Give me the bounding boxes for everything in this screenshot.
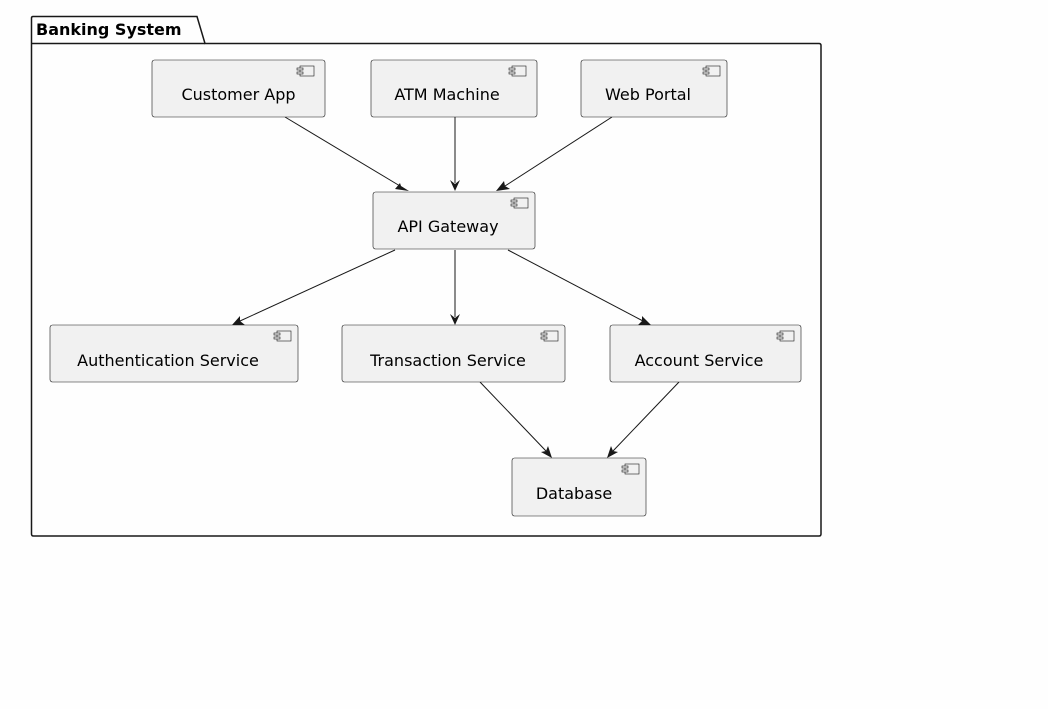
component-label: Transaction Service <box>369 351 526 370</box>
component-authentication-service: Authentication Service <box>49 324 299 383</box>
component-label: API Gateway <box>397 217 498 236</box>
component-atm-machine: ATM Machine <box>370 59 538 118</box>
edge-web-portal-to-api-gateway <box>496 116 613 191</box>
component-icon <box>273 330 292 342</box>
component-icon <box>776 330 795 342</box>
edge-account-service-to-database <box>607 381 680 458</box>
component-icon <box>510 197 529 209</box>
component-label: Account Service <box>635 351 764 370</box>
component-icon <box>508 65 527 77</box>
package-banking-system: Banking System <box>30 15 822 537</box>
component-customer-app: Customer App <box>151 59 326 118</box>
edge-api-gateway-to-transaction-service <box>450 250 460 325</box>
component-database: Database <box>511 457 647 517</box>
component-icon <box>621 463 640 475</box>
component-icon <box>296 65 315 77</box>
component-api-gateway: API Gateway <box>372 191 536 250</box>
edge-transaction-service-to-database <box>479 381 552 458</box>
component-label: Database <box>536 484 612 503</box>
edge-customer-app-to-api-gateway <box>284 116 409 191</box>
package-title: Banking System <box>36 20 182 39</box>
component-transaction-service: Transaction Service <box>341 324 566 383</box>
component-icon <box>702 65 721 77</box>
component-label: ATM Machine <box>394 85 499 104</box>
edge-atm-to-api-gateway <box>450 117 460 191</box>
edges <box>232 116 680 458</box>
edge-api-gateway-to-auth-service <box>232 249 396 325</box>
component-icon <box>540 330 559 342</box>
component-web-portal: Web Portal <box>580 59 728 118</box>
component-label: Web Portal <box>605 85 691 104</box>
edge-api-gateway-to-account-service <box>507 249 651 325</box>
component-account-service: Account Service <box>609 324 802 383</box>
component-label: Authentication Service <box>77 351 259 370</box>
component-label: Customer App <box>181 85 295 104</box>
